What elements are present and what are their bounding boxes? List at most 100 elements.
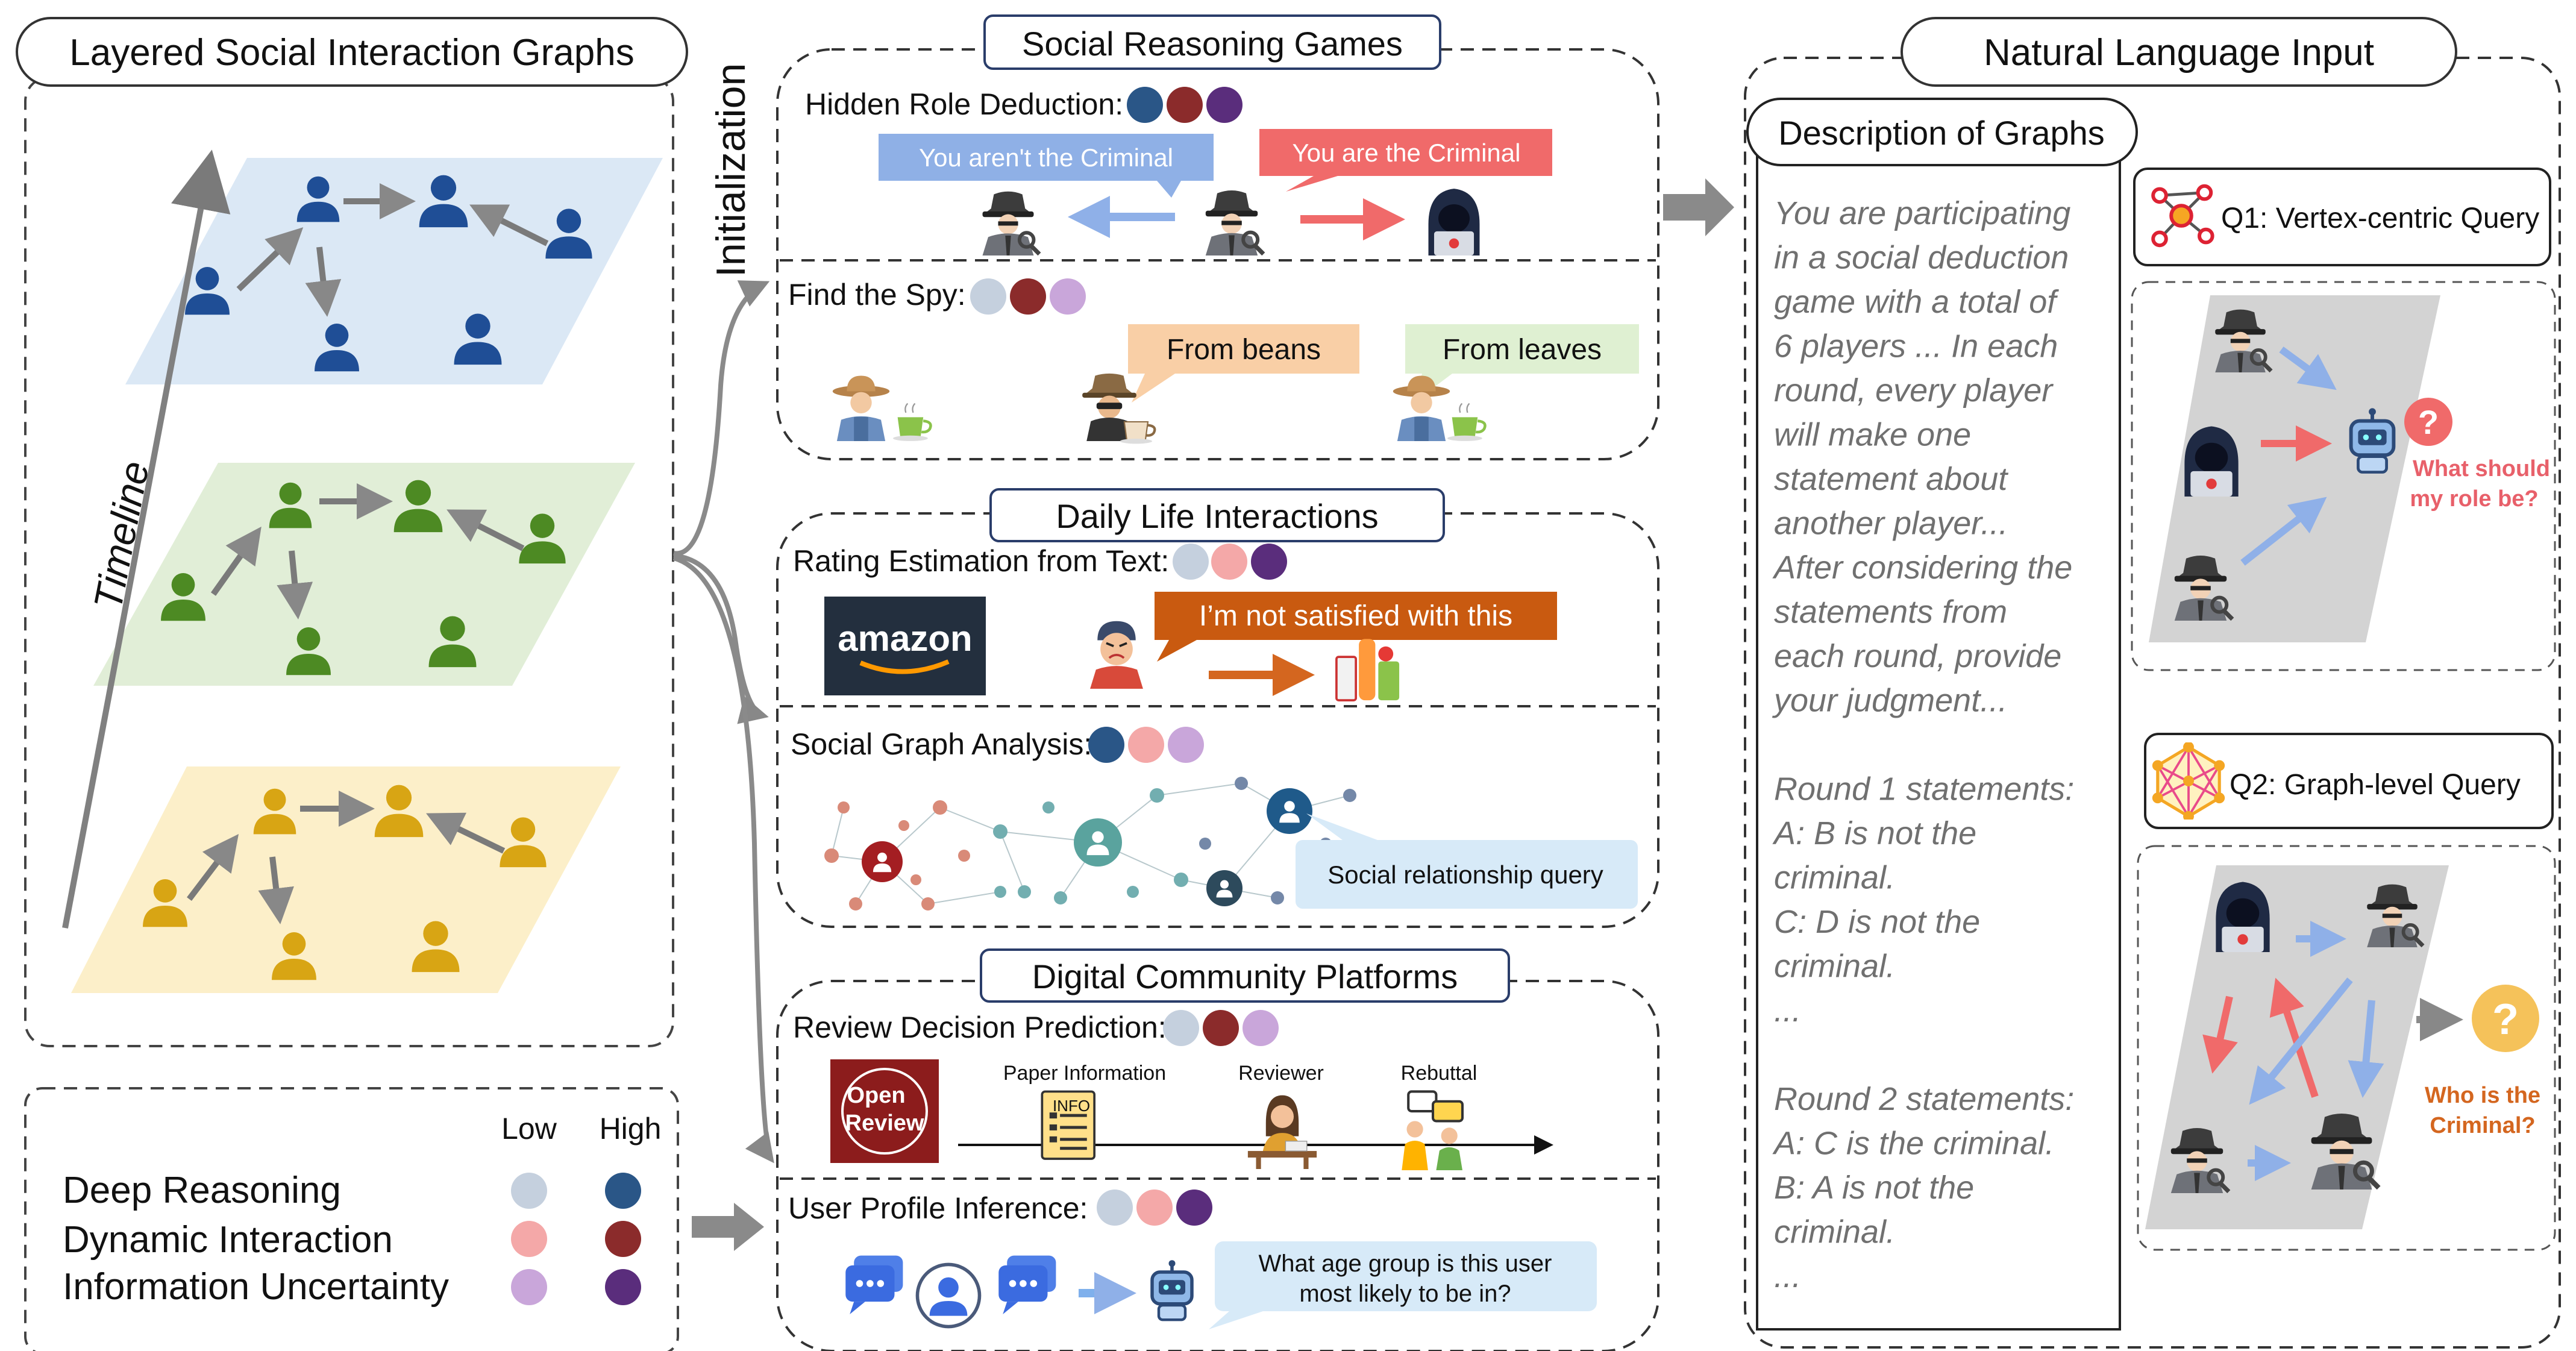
bubble-is-criminal-text: You are the Criminal [1293, 139, 1521, 167]
graph-blue-edges [236, 183, 549, 317]
description-line: ... [1774, 1258, 1801, 1294]
tea-cup-left-icon [893, 404, 930, 441]
section-social-reasoning: Social Reasoning Games Hidden Role Deduc… [776, 14, 1659, 460]
description-line: your judgment... [1772, 683, 2007, 719]
review-dot-3 [1243, 1010, 1279, 1046]
bubble-not-satisfied [1155, 592, 1557, 640]
chat-left-icon [845, 1255, 903, 1315]
section-title-daily-life: Daily Life Interactions [1056, 497, 1378, 535]
legend-to-tasks-arrow [692, 1203, 764, 1251]
left-panel-title: Layered Social Interaction Graphs [69, 32, 634, 74]
find-spy-label: Find the Spy: [788, 278, 966, 312]
user-avatar-icon [917, 1264, 979, 1326]
q1-question-line1: What should [2413, 456, 2550, 481]
detective-left-icon [983, 192, 1039, 255]
detective-center-icon [1206, 190, 1264, 255]
step-reviewer: Reviewer [1238, 1062, 1324, 1085]
section-digital-community: Digital Community Platforms Review Decis… [776, 948, 1659, 1351]
bubble-not-criminal [879, 134, 1214, 181]
q1-question-mark: ? [2418, 403, 2439, 441]
description-line: Round 1 statements: [1774, 771, 2074, 807]
rebuttal-icon [1402, 1091, 1462, 1170]
graph-layer-blue [125, 158, 663, 384]
bubble-social-relationship [1296, 840, 1638, 909]
q1-label: Q1: Vertex-centric Query [2221, 202, 2539, 234]
description-line: will make one [1774, 417, 1971, 453]
q1-question-icon [2404, 398, 2452, 446]
left-panel: Layered Social Interaction Graphs Timeli… [16, 17, 688, 1047]
products-icon [1335, 638, 1401, 701]
reviewer-icon [1247, 1094, 1317, 1169]
legend-dot-deep-high [605, 1173, 641, 1209]
timeline-arrow [62, 149, 231, 929]
bubble-social-relationship-text: Social relationship query [1327, 860, 1603, 889]
bubble-age-group [1215, 1241, 1597, 1311]
chat-right-icon [998, 1255, 1056, 1315]
section-daily-life: Daily Life Interactions Rating Estimatio… [776, 488, 1659, 928]
find-spy-dot-3 [1050, 278, 1086, 315]
legend-dot-dynamic-high [605, 1221, 641, 1257]
find-spy-dot-2 [1010, 278, 1046, 315]
robot-profile-icon [1152, 1260, 1192, 1320]
step-rebuttal: Rebuttal [1401, 1062, 1478, 1085]
legend-dot-uncertainty-high [605, 1269, 641, 1305]
legend-dot-deep-low [511, 1173, 547, 1209]
graph-analysis-dot-3 [1168, 727, 1204, 763]
description-line: game with a total of [1774, 284, 2059, 320]
bubble-from-leaves [1405, 324, 1639, 374]
legend-dot-dynamic-low [511, 1221, 547, 1257]
openreview-logo-line2: Review [845, 1111, 924, 1136]
description-line: in a social deduction [1774, 240, 2069, 276]
graph-layer-yellow [71, 766, 621, 993]
description-line: another player... [1774, 506, 2008, 542]
angry-customer-icon [1090, 621, 1143, 689]
profile-dot-1 [1097, 1190, 1133, 1226]
section-title-social-reasoning: Social Reasoning Games [1022, 25, 1403, 63]
amazon-logo [824, 597, 986, 695]
step-paper-information: Paper Information [1003, 1062, 1166, 1085]
legend-high-label: High [600, 1112, 662, 1146]
description-line: statement about [1774, 461, 2008, 497]
hidden-role-dot-1 [1127, 87, 1163, 123]
initialization-arrows [672, 280, 774, 1164]
rating-dot-2 [1211, 544, 1247, 580]
farmer-right-icon [1393, 375, 1450, 441]
tasks-to-input-arrow [1663, 178, 1734, 236]
q2-question-icon [2472, 985, 2539, 1052]
paper-info-tag: INFO [1053, 1097, 1090, 1115]
legend-row-dynamic-interaction: Dynamic Interaction [63, 1219, 393, 1261]
description-line: statements from [1774, 594, 2007, 630]
legend-row-deep-reasoning: Deep Reasoning [63, 1170, 341, 1211]
rating-dot-1 [1173, 544, 1209, 580]
profile-dot-2 [1136, 1190, 1173, 1226]
description-line: Round 2 statements: [1774, 1081, 2074, 1117]
description-line: 6 players ... In each [1774, 328, 2058, 365]
initialization-label: Initialization [708, 63, 754, 277]
graph-green-edges [210, 483, 525, 619]
coffee-cup-icon [1120, 422, 1155, 444]
section-title-digital-community: Digital Community Platforms [1032, 958, 1458, 995]
description-line: ... [1774, 992, 1801, 1029]
description-line: A: B is not the [1772, 815, 1976, 851]
amazon-logo-text: amazon [838, 618, 972, 659]
openreview-logo [830, 1059, 939, 1163]
description-line: criminal. [1774, 860, 1895, 896]
q2-question-line1: Who is the [2425, 1083, 2540, 1108]
bubble-from-beans-text: From beans [1167, 334, 1321, 366]
openreview-logo-line1: Open [847, 1083, 905, 1108]
description-line: B: A is not the [1774, 1170, 1974, 1206]
amazon-smile-icon [859, 659, 950, 674]
description-panel [1756, 127, 2121, 1331]
farmer-left-icon [832, 375, 890, 441]
bubble-is-criminal [1259, 129, 1552, 176]
legend: Low High Deep Reasoning Dynamic Interact… [24, 1087, 679, 1351]
bubble-not-satisfied-text: I’m not satisfied with this [1199, 600, 1512, 632]
q1-hacker-icon [2184, 426, 2239, 497]
timeline-label: Timeline [85, 457, 157, 613]
review-decision-label: Review Decision Prediction: [793, 1011, 1167, 1044]
hidden-role-label: Hidden Role Deduction: [805, 87, 1123, 121]
q2-label: Q2: Graph-level Query [2230, 769, 2521, 801]
legend-low-label: Low [501, 1112, 557, 1146]
review-dot-1 [1163, 1010, 1199, 1046]
find-spy-dot-1 [970, 278, 1006, 315]
